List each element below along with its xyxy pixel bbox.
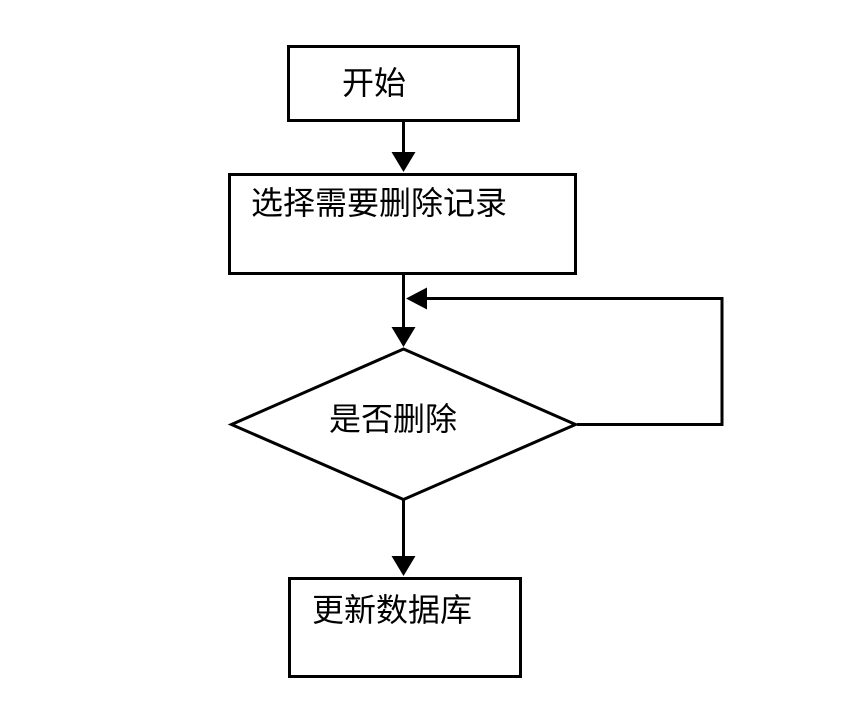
loop-back-arrow xyxy=(406,287,724,426)
flowchart-node-confirm-delete xyxy=(227,347,580,502)
arrow-start-to-select xyxy=(391,121,416,172)
arrow-select-to-decision xyxy=(391,275,416,347)
flowchart-node-update-database xyxy=(288,577,522,678)
arrow-decision-to-update xyxy=(391,500,416,576)
node-label-confirm-delete: 是否删除 xyxy=(329,401,458,437)
flowchart-node-select-records xyxy=(228,173,577,275)
node-label-start: 开始 xyxy=(342,65,407,101)
node-label-update-database: 更新数据库 xyxy=(312,592,473,628)
flowchart-node-start xyxy=(287,45,520,122)
node-label-select-records: 选择需要删除记录 xyxy=(251,185,508,221)
